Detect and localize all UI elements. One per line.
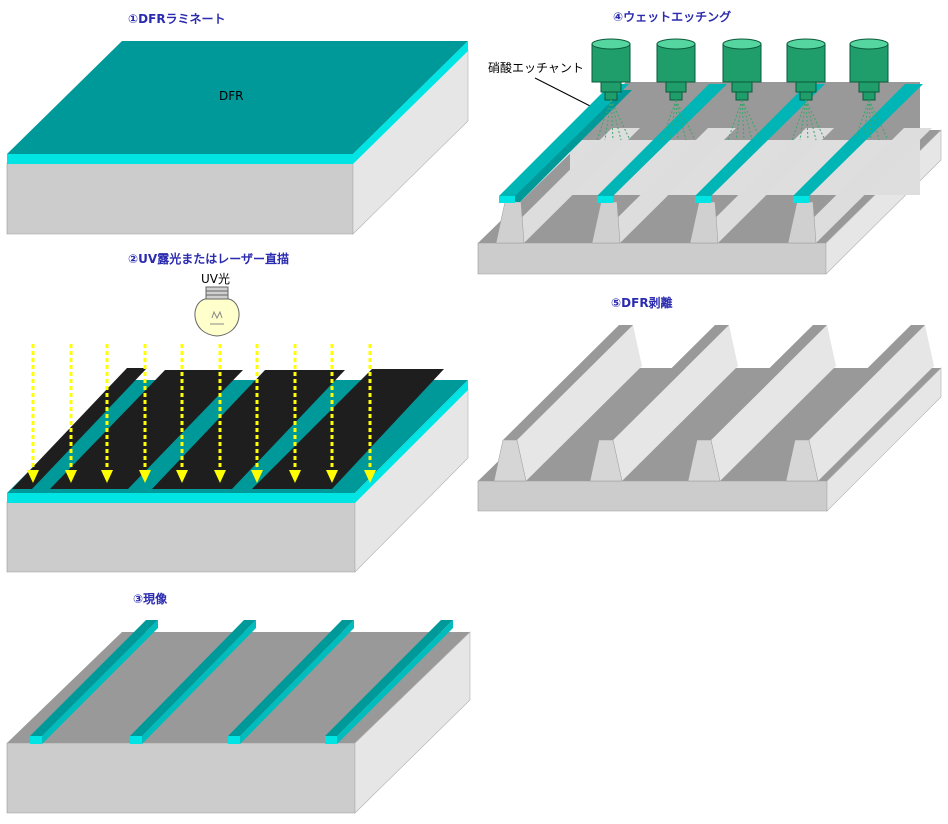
- step-1-dfr-front: [7, 154, 353, 164]
- spray-nozzle-icon: [722, 38, 762, 141]
- step-2-dfr-front: [7, 493, 355, 503]
- step-1-dfr-side: [353, 41, 468, 164]
- step-5-title: ⑤DFR剥離: [611, 295, 673, 310]
- etched-ridge: [785, 325, 934, 482]
- etched-ridge: [591, 84, 736, 244]
- step-4-back-slab: [570, 82, 920, 140]
- spray-nozzle-icon: [591, 38, 631, 141]
- step-3: ③現像: [6, 591, 471, 814]
- etchant-label: 硝酸エッチャント: [488, 60, 584, 75]
- mask-strip: [12, 368, 147, 489]
- step-4-title: ④ウェットエッチング: [613, 9, 731, 24]
- etched-ridge: [495, 84, 640, 244]
- resist-line: [130, 620, 256, 744]
- step-5: ⑤DFR剥離: [477, 295, 942, 512]
- step-5-base-front: [477, 480, 828, 512]
- uv-rays: [31, 344, 372, 470]
- uv-arrowheads: [27, 470, 376, 483]
- spray-nozzle-icon: [656, 38, 696, 141]
- step-1-title: ①DFRラミネート: [128, 12, 226, 26]
- etched-ridge: [687, 325, 836, 482]
- resist-line: [325, 620, 453, 744]
- step-2: ②UV露光またはレーザー直描 UV光: [6, 251, 469, 573]
- step-4: ④ウェットエッチング 硝酸エッチャント: [477, 9, 942, 275]
- step-1-dfr-top: [7, 41, 468, 154]
- step-1-substrate-front: [6, 162, 354, 235]
- mask-strip: [252, 369, 444, 489]
- etched-ridge: [493, 325, 642, 482]
- etchant-leader-line: [534, 77, 599, 111]
- light-bulb-icon: [194, 286, 240, 337]
- resist-line: [228, 620, 354, 744]
- spray-nozzle-icon: [786, 38, 826, 141]
- step-2-dfr-side: [355, 380, 468, 503]
- mask-strip: [152, 370, 345, 489]
- spray-nozzle-icon: [849, 38, 889, 141]
- step-5-base-side: [826, 367, 942, 512]
- resist-line: [30, 620, 158, 744]
- step-1-dfr-label: DFR: [219, 89, 243, 103]
- step-4-base-front: [477, 242, 827, 275]
- step-2-title: ②UV露光またはレーザー直描: [128, 251, 289, 266]
- step-3-substrate-side: [354, 631, 471, 814]
- etched-ridge: [589, 325, 738, 482]
- uv-light-label: UV光: [201, 272, 230, 286]
- step-2-substrate-front: [6, 501, 356, 573]
- step-3-substrate-front: [6, 742, 356, 814]
- step-1: ①DFRラミネート DFR: [6, 12, 469, 235]
- etched-ridge: [689, 84, 834, 244]
- etched-ridge: [787, 84, 932, 244]
- step-3-title: ③現像: [133, 591, 168, 606]
